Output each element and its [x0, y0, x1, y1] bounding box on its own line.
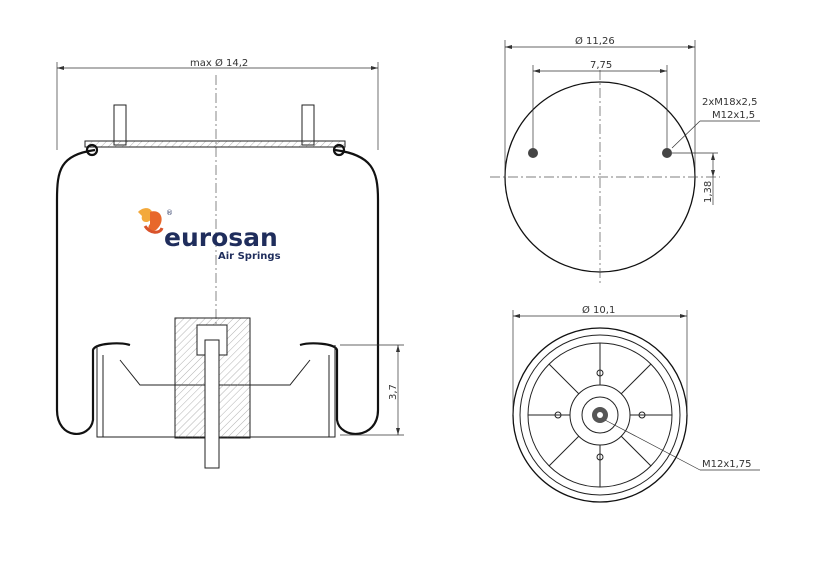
piston [96, 317, 336, 469]
brand-name: eurosan [164, 223, 278, 252]
max-diameter-label: max Ø 14,2 [190, 57, 248, 69]
stud-hole [662, 148, 672, 158]
stud-spacing-label: 7,75 [590, 60, 612, 71]
stud-hole [528, 148, 538, 158]
logo-mark-icon [138, 208, 153, 223]
bellows-right [299, 148, 380, 435]
mounting-stud [113, 104, 127, 146]
eurosan-logo: ® eurosan Air Springs [138, 208, 281, 262]
top-plate [84, 140, 346, 148]
bottom-view: Ø 10,1 M12x1,75 [512, 304, 760, 503]
bellows-left [55, 148, 131, 435]
offset-label: 1,38 [703, 181, 714, 203]
top-view: Ø 11,26 7,75 2xM18x2,5 M12x1,5 1,38 [490, 35, 760, 285]
height-label: 3,7 [388, 384, 399, 400]
side-view: max Ø 14,2 3,7 [55, 57, 404, 470]
thread-label-1: 2xM18x2,5 [702, 97, 757, 108]
registered-mark: ® [166, 209, 173, 217]
bottom-diameter-label: Ø 10,1 [582, 304, 615, 316]
thread-label-2: M12x1,5 [712, 110, 755, 121]
bottom-thread-label: M12x1,75 [702, 459, 752, 470]
brand-subtitle: Air Springs [218, 251, 281, 262]
piston-ribs [528, 343, 672, 487]
top-diameter-label: Ø 11,26 [575, 35, 615, 47]
mounting-stud [301, 104, 315, 146]
